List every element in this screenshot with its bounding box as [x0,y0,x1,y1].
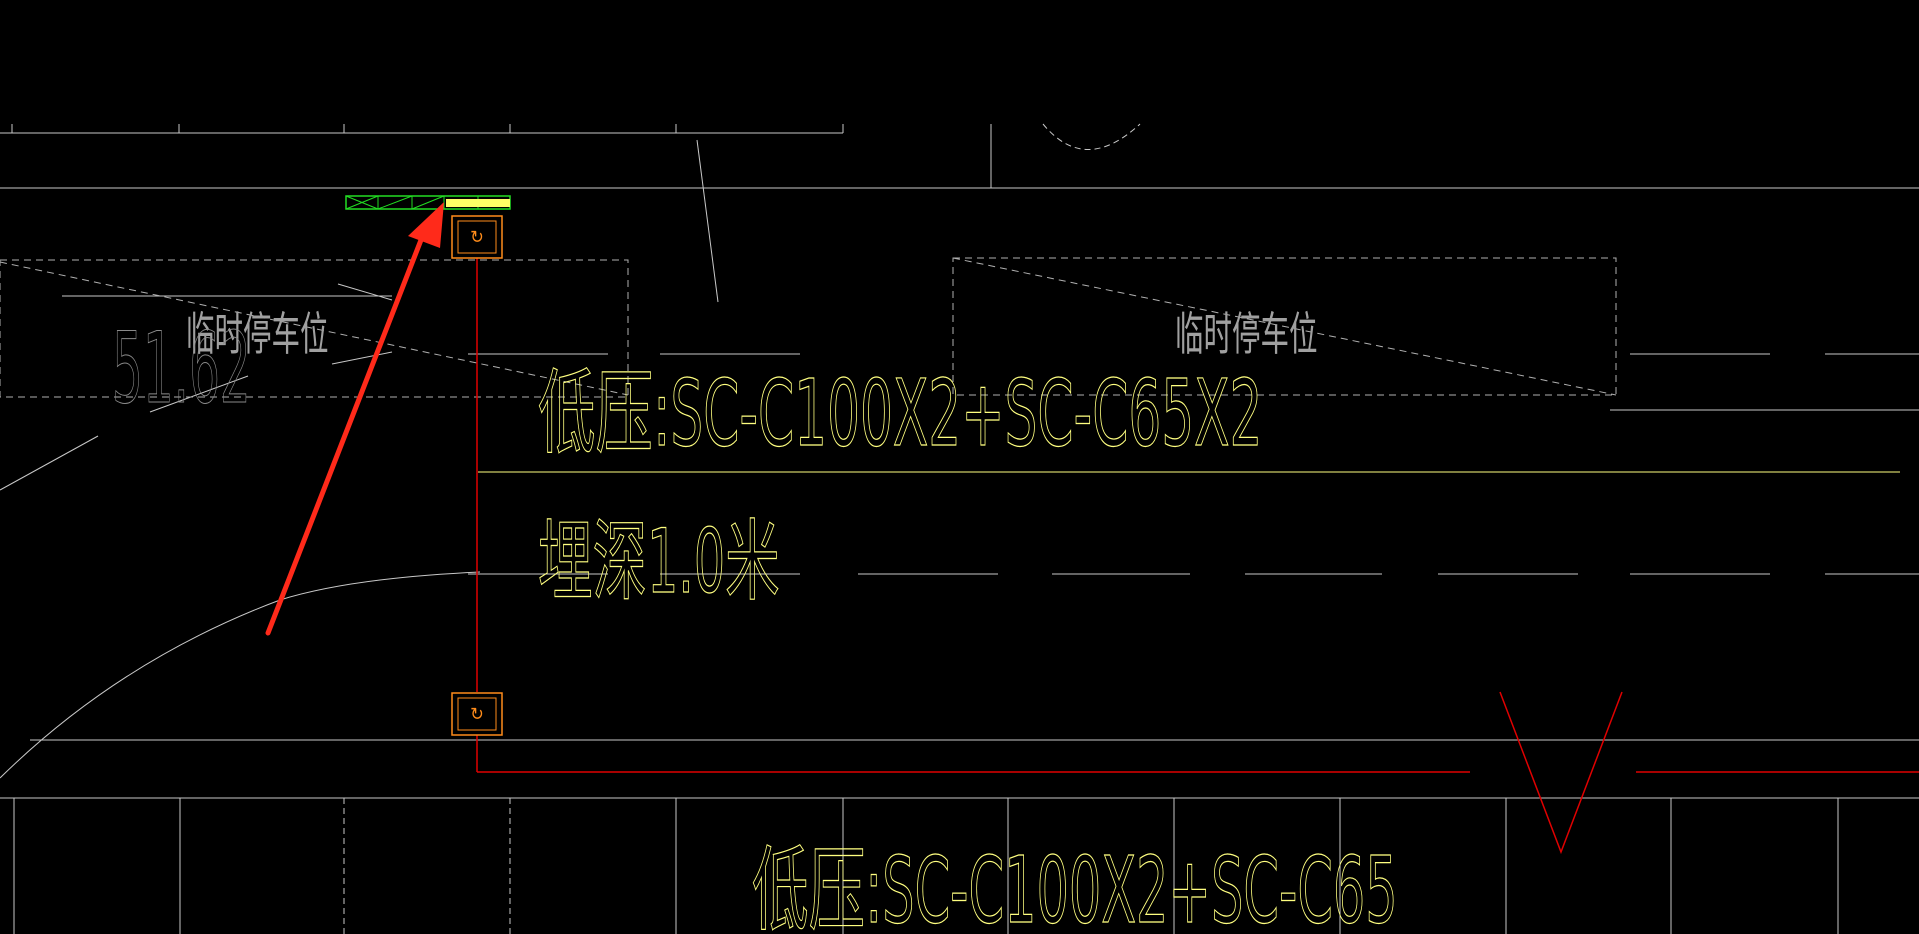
svg-text:↻: ↻ [470,227,484,248]
cable-spec-main: 低压:SC-C100X2+SC-C65X2 [538,361,1262,468]
cable-tray-icon[interactable] [345,195,511,210]
road-centerline-dashed [468,353,1919,575]
red-pointer-arrow-icon [265,202,444,636]
parking-label-right: 临时停车位 [1175,308,1318,362]
burial-depth-label: 埋深1.0米 [538,511,780,613]
manhole-well-icon[interactable]: ↻ [451,692,503,736]
parking-spot-left [0,259,629,398]
parking-spot-right [952,257,1617,396]
svg-text:↻: ↻ [470,704,484,725]
parking-label-left: 临时停车位 [186,308,329,362]
manhole-well-icon[interactable]: ↻ [451,215,503,259]
elevation-label: 51.62 [112,312,251,426]
cable-spec-bottom: 低压:SC-C100X2+SC-C65 [752,838,1398,934]
cable-tray-highlight [446,199,510,207]
background-linework [0,123,1919,934]
cable-route [476,258,1919,855]
